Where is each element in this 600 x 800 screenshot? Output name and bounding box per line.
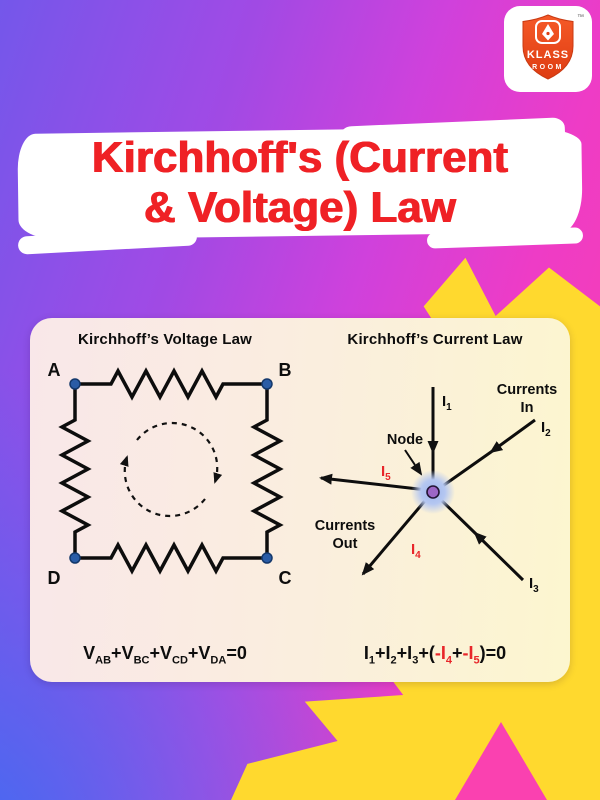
- current-label-i3: I3: [529, 575, 539, 595]
- corner-label-d: D: [48, 568, 61, 588]
- currents-out-label-line1: Currents: [315, 518, 375, 534]
- page-title: Kirchhoff's (Current & Voltage) Law: [12, 120, 588, 232]
- node-d: [69, 552, 81, 564]
- kvl-equation: VAB+VBC+VCD+VDA=0: [30, 643, 300, 667]
- currents-out-label-line2: Out: [333, 536, 358, 552]
- resistor-top: [75, 367, 267, 401]
- currents-in-label-line2: In: [521, 400, 534, 416]
- brand-logo-graphic: KLASS ROOM ™: [522, 14, 584, 80]
- current-label-i5: I5: [381, 463, 391, 483]
- laws-card: Kirchhoff’s Voltage Law: [30, 318, 570, 682]
- logo-brand-top: KLASS: [527, 49, 569, 61]
- kcl-node-diagram: Node Currents In Currents Out I1 I2 I3 I…: [315, 382, 557, 595]
- loop-direction-arc-bottom: [119, 455, 206, 518]
- logo-trademark: ™: [577, 14, 584, 21]
- junction-node: [426, 485, 440, 499]
- resistor-left: [58, 384, 92, 558]
- page-title-line2: & Voltage) Law: [143, 182, 457, 232]
- resistor-bottom: [75, 541, 267, 575]
- current-i2-arrow: [436, 418, 536, 492]
- kcl-term-negative: -I4+: [434, 643, 463, 667]
- title-block: Kirchhoff's (Current & Voltage) Law: [12, 117, 588, 255]
- node-c: [261, 552, 273, 564]
- resistor-right: [250, 384, 284, 558]
- kvl-panel: Kirchhoff’s Voltage Law: [30, 318, 300, 682]
- kcl-term: I1+: [363, 643, 386, 667]
- kvl-term: VCD+: [159, 643, 199, 667]
- node-pointer-arrow: [404, 449, 423, 476]
- corner-label-a: A: [48, 360, 61, 380]
- kvl-term: VAB+: [83, 643, 122, 667]
- kvl-term: VDA=0: [198, 643, 247, 667]
- kcl-panel: Kirchhoff’s Current Law: [300, 318, 570, 682]
- kvl-term: VBC+: [121, 643, 160, 667]
- node-label: Node: [387, 432, 423, 448]
- pen-nib-frame-icon: [535, 20, 561, 44]
- kcl-heading: Kirchhoff’s Current Law: [347, 331, 523, 348]
- current-i5-arrow: [319, 473, 428, 492]
- pen-nib-hole-icon: [546, 31, 550, 36]
- kcl-equation: I1+I2+I3+(-I4+-I5)=0: [300, 643, 570, 667]
- page-title-line1: Kirchhoff's (Current: [91, 133, 509, 182]
- current-i4-arrow: [361, 495, 431, 576]
- kcl-term-negative: -I5)=0: [462, 643, 507, 667]
- current-label-i2: I2: [541, 419, 551, 439]
- corner-label-c: C: [279, 568, 292, 588]
- kcl-term: I2+: [385, 643, 408, 667]
- logo-brand-bottom: ROOM: [532, 64, 564, 71]
- kvl-circuit-diagram: A B C D: [48, 360, 292, 588]
- current-i3-arrow: [435, 494, 525, 582]
- corner-label-b: B: [279, 360, 292, 380]
- currents-in-label-line1: Currents: [497, 382, 557, 398]
- brand-logo: KLASS ROOM ™: [504, 6, 592, 92]
- kvl-heading: Kirchhoff’s Voltage Law: [77, 331, 253, 348]
- node-b: [261, 378, 273, 390]
- current-label-i1: I1: [442, 393, 452, 413]
- current-label-i4: I4: [411, 541, 421, 561]
- loop-direction-arc-top: [136, 421, 223, 484]
- node-a: [69, 378, 81, 390]
- kcl-term: I3+(: [407, 643, 435, 667]
